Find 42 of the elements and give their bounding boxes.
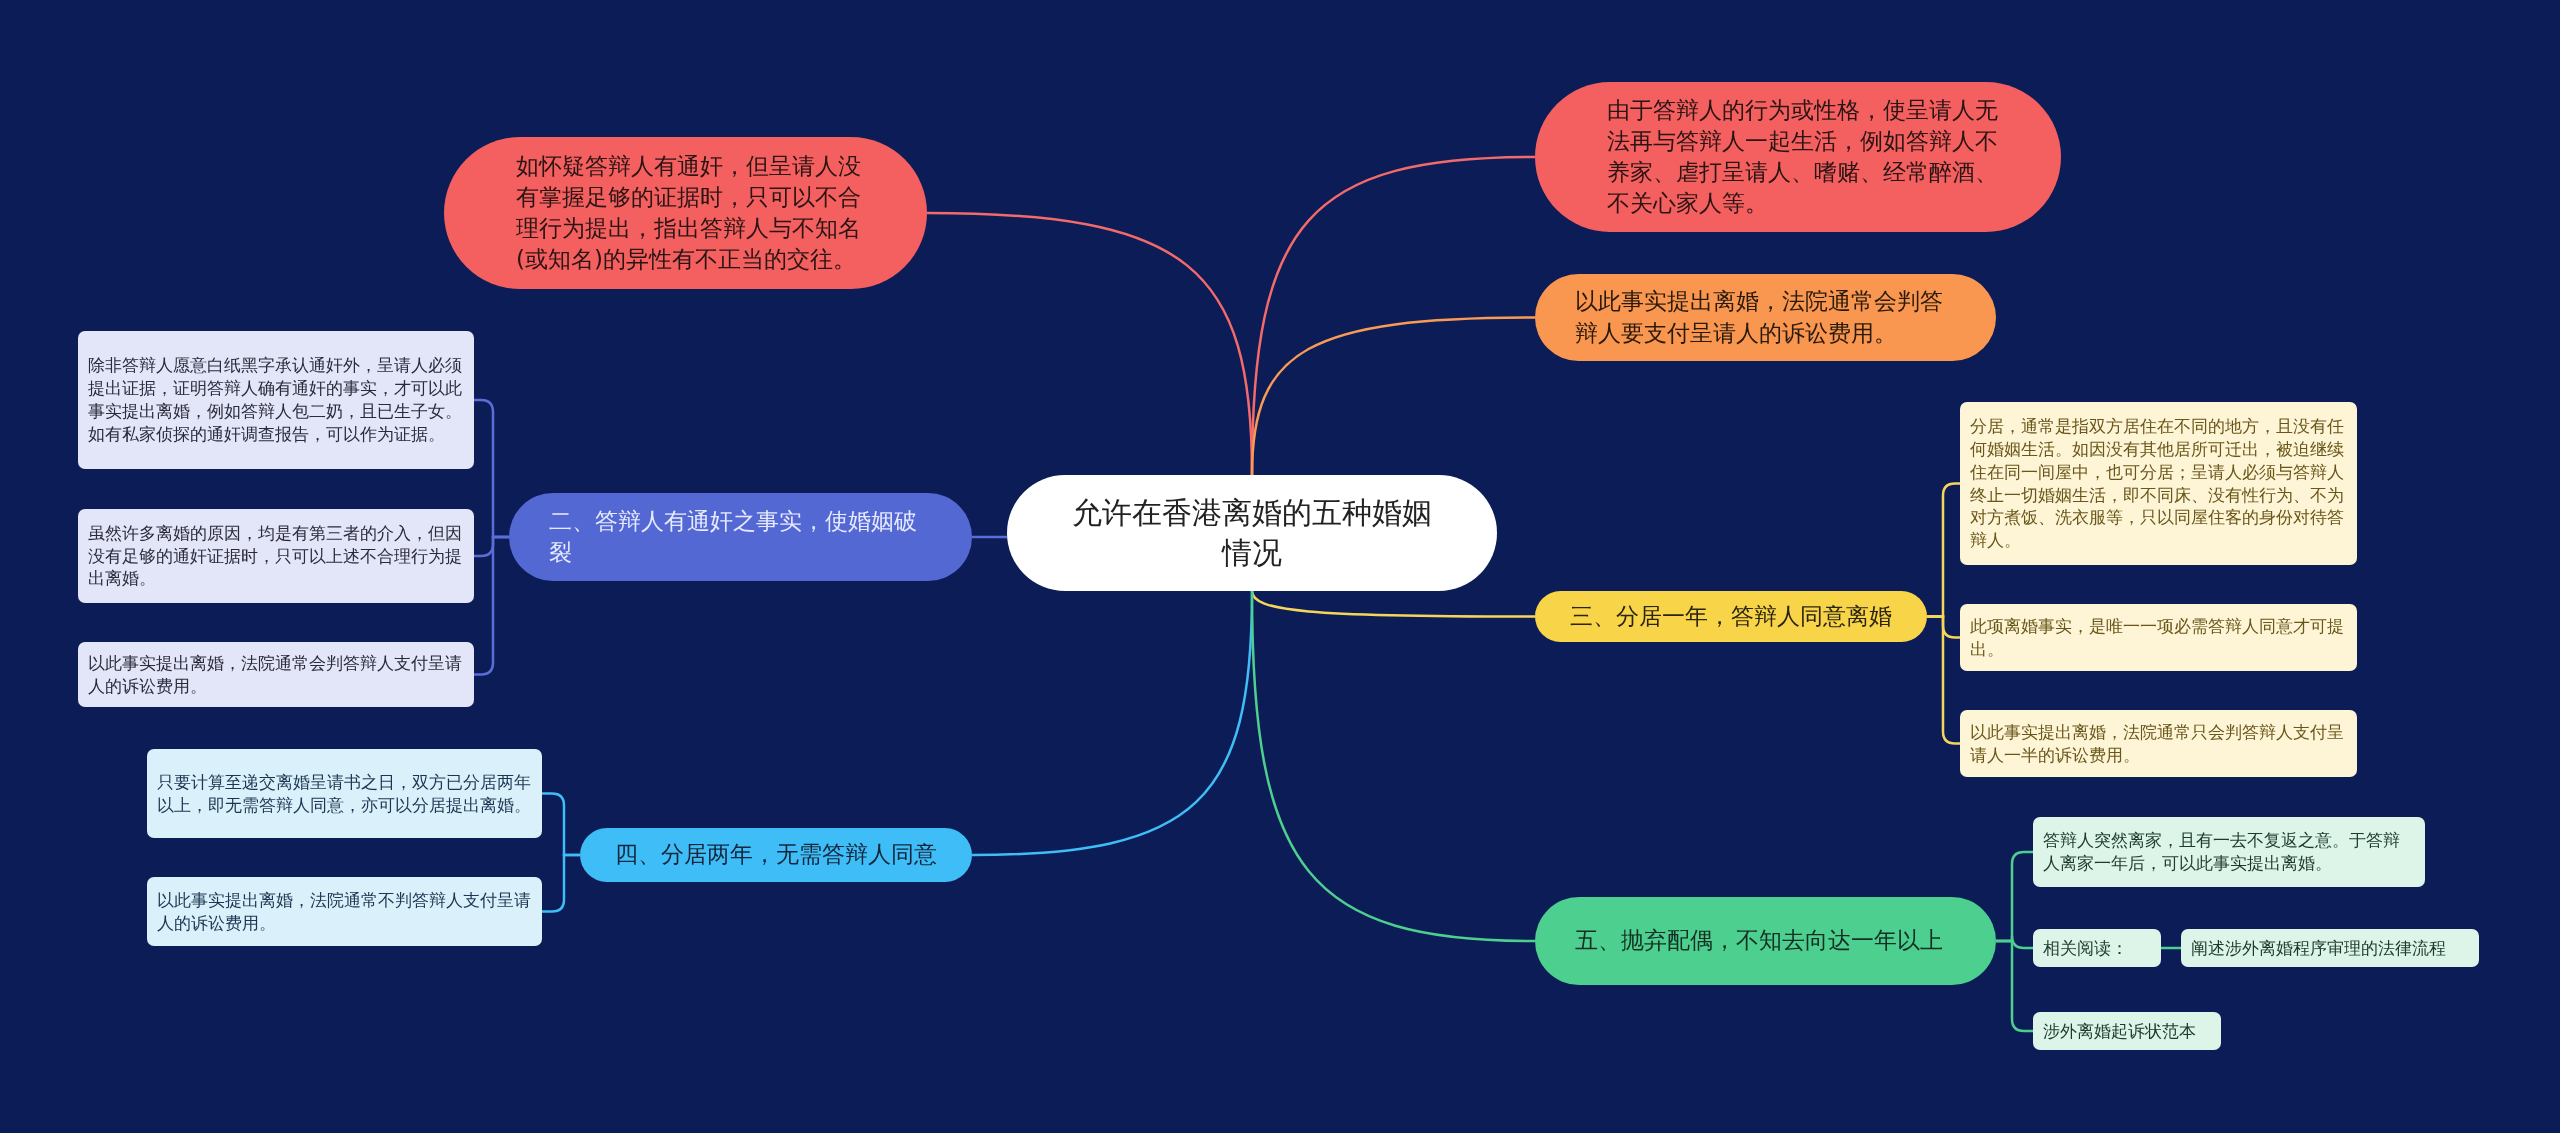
- node-text: 涉外离婚起诉状范本: [2043, 1019, 2196, 1043]
- note-card: [78, 509, 474, 603]
- note-card: [2033, 817, 2425, 887]
- branch-line: [1250, 590, 1536, 943]
- note-card: [78, 331, 474, 469]
- node-text: 由于答辩人的行为或性格，使呈请人无法再与答辩人一起生活，例如答辩人不养家、虐打呈请人、嗜赌、经常醉酒、不关心家人等。: [1607, 95, 1999, 219]
- node-text: 分居，通常是指双方居住在不同的地方，且没有任何婚姻生活。如因没有其他居所可迁出，被迫继续住在同一间屋中，也可分居；呈请人必须与答辩人终止一切婚姻生活，即不同床、没有性行为、不为对方煮饭、洗衣服等，只以同屋住客的身份对待答辩人。: [1970, 414, 2345, 553]
- branch-line: [1250, 316, 1535, 476]
- node-text: 以此事实提出离婚，法院通常不判答辩人支付呈请人的诉讼费用。: [157, 888, 532, 935]
- branch-line: [972, 535, 1007, 539]
- node-text: 虽然许多离婚的原因，均是有第三者的介入，但因没有足够的通奸证据时，只可以上述不合理行为提出离婚。: [88, 521, 463, 591]
- note-card: [1960, 402, 2357, 565]
- node-text: 此项离婚事实，是唯一一项必需答辩人同意才可提出。: [1970, 614, 2345, 661]
- node-text: 五、抛弃配偶，不知去向达一年以上: [1575, 926, 1943, 956]
- topic-pill: [1535, 591, 1927, 642]
- note-card: [2033, 929, 2161, 967]
- branch-line: [1250, 590, 1535, 618]
- note-card: [147, 877, 542, 946]
- node-text: 以此事实提出离婚，法院通常只会判答辩人支付呈请人一半的诉讼费用。: [1970, 720, 2345, 767]
- node-text: 相关阅读：: [2043, 936, 2128, 960]
- node-text: 四、分居两年，无需答辩人同意: [615, 840, 937, 870]
- branch-line: [1996, 939, 2033, 1033]
- note-card: [2033, 1012, 2221, 1050]
- node-text: 如怀疑答辩人有通奸，但呈请人没有掌握足够的证据时，只可以不合理行为提出，指出答辩人与不知名(或知名)的异性有不正当的交往。: [516, 151, 862, 275]
- note-card: [78, 642, 474, 707]
- branch-line: [2161, 946, 2181, 950]
- branch-line: [542, 853, 580, 913]
- node-text: 答辩人突然离家，且有一去不复返之意。于答辩人离家一年后，可以此事实提出离婚。: [2043, 829, 2401, 875]
- note-card: [1960, 604, 2357, 671]
- node-text: 以此事实提出离婚，法院通常会判答辩人支付呈请人的诉讼费用。: [88, 651, 463, 698]
- note-card: [2181, 929, 2479, 967]
- node-text: 只要计算至递交离婚呈请书之日，双方已分居两年以上，即无需答辩人同意，亦可以分居提出离婚。: [157, 770, 532, 817]
- node-text: 允许在香港离婚的五种婚姻情况: [1071, 493, 1433, 572]
- node-text: 二、答辩人有通奸之事实，使婚姻破裂: [549, 506, 918, 567]
- node-text: 三、分居一年，答辩人同意离婚: [1570, 601, 1892, 631]
- node-text: 阐述涉外离婚程序审理的法律流程: [2191, 936, 2446, 960]
- node-text: 除非答辩人愿意白纸黑字承认通奸外，呈请人必须提出证据，证明答辩人确有通奸的事实，才可以此事实提出离婚，例如答辩人包二奶，且已生子女。如有私家侦探的通奸调查报告，可以作为证据。: [88, 354, 463, 446]
- note-card: [147, 749, 542, 838]
- branch-line: [474, 535, 509, 676]
- note-card: [1960, 710, 2357, 777]
- node-text: 以此事实提出离婚，法院通常会判答辩人要支付呈请人的诉讼费用。: [1575, 287, 1944, 348]
- topic-pill: [580, 828, 972, 882]
